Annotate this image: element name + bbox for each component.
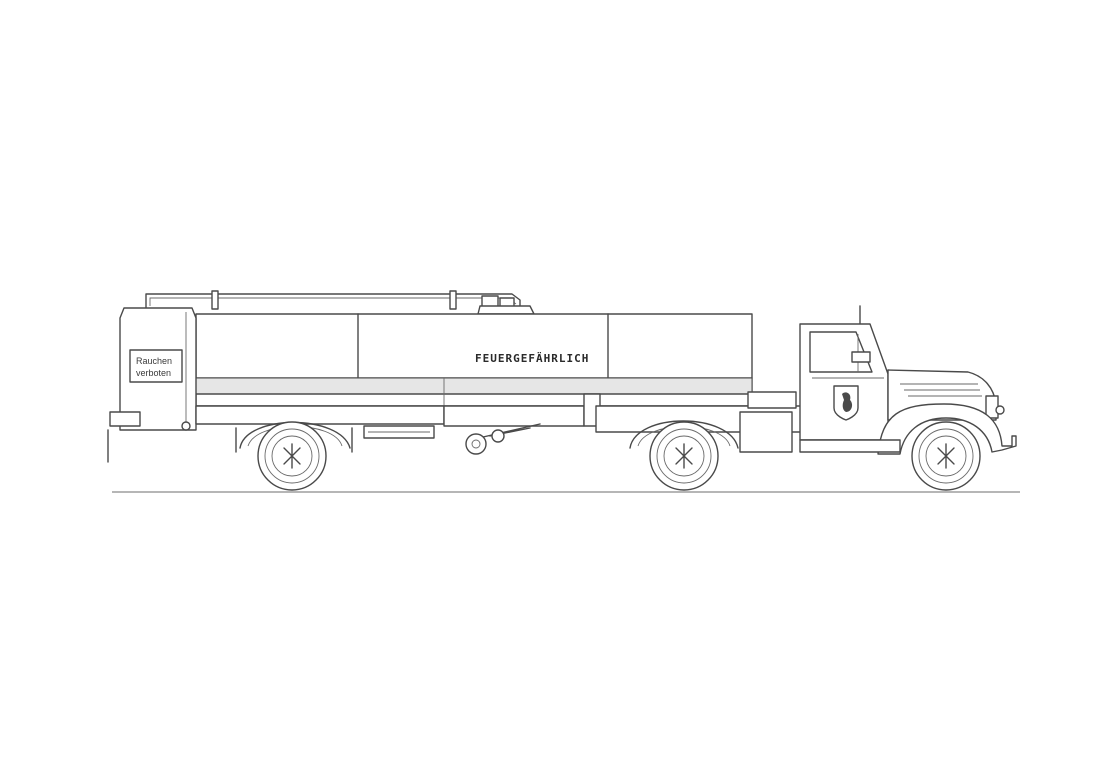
running-board: [799, 439, 901, 453]
wheel-icon: [937, 443, 955, 469]
tractor-front-wheel: [911, 421, 981, 491]
front-fender: [877, 403, 1017, 455]
tank-lettering: FEUERGEFÄHRLICH: [475, 351, 589, 365]
tank-dome: [477, 305, 535, 315]
wheel-icon: [283, 443, 301, 469]
tank-body: [195, 313, 753, 407]
cab-emblem-icon: [833, 385, 859, 421]
trailer-wheel: [257, 421, 327, 491]
roof-railing: [145, 290, 521, 310]
tractor-cab: [799, 305, 889, 441]
tractor-rear-fender: [629, 420, 739, 449]
rear-cabinet: [107, 307, 197, 463]
rear-sign-line1: Rauchen: [136, 356, 172, 366]
rear-sign-line2: verboten: [136, 368, 171, 378]
wheel-icon: [675, 443, 693, 469]
tractor-frame: [595, 391, 807, 453]
tractor-rear-wheel: [649, 421, 719, 491]
